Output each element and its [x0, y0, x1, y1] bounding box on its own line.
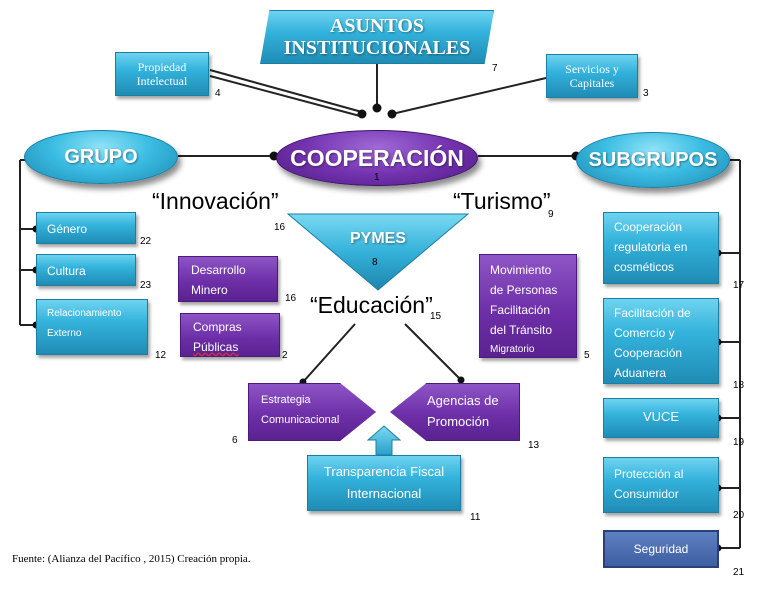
cultura-label: Cultura	[47, 264, 86, 278]
servicios-line-2: Capitales	[569, 76, 615, 90]
right-item-2-number: 18	[733, 380, 745, 391]
right-item-1-number: 17	[733, 280, 745, 291]
propiedad-line-2: Intelectual	[136, 74, 188, 88]
servicios-number: 3	[643, 88, 649, 99]
right-item-4-number: 20	[733, 510, 745, 521]
cooperacion-regulatoria-box: Cooperación regulatoria en cosméticos	[603, 212, 719, 284]
cooperacion-number: 1	[374, 172, 380, 183]
relacionamiento-line-1: Relacionamiento	[47, 308, 122, 319]
innovacion-label: “Innovación”	[152, 188, 279, 214]
right-item-5-label: Seguridad	[633, 542, 689, 556]
title-banner: ASUNTOS INSTITUCIONALES	[260, 10, 494, 64]
agencias-line-2: Promoción	[427, 414, 490, 429]
right-item-2-line-1: Facilitación de	[614, 306, 691, 320]
title-number: 7	[492, 63, 498, 74]
source-caption: Fuente: (Alianza del Pacífico , 2015) Cr…	[12, 553, 251, 565]
relacionamiento-box: Relacionamiento Externo	[36, 299, 148, 355]
compras-number: 2	[282, 350, 288, 361]
right-item-4-line-1: Protección al	[614, 467, 684, 481]
turismo-number: 9	[548, 209, 554, 220]
movimiento-line-1: Movimiento	[490, 263, 552, 277]
relacionamiento-number: 12	[155, 350, 167, 361]
right-item-1-line-3: cosméticos	[614, 260, 675, 274]
servicios-capitales-box: Servicios y Capitales	[546, 54, 638, 98]
proteccion-consumidor-box: Protección al Consumidor	[603, 457, 719, 513]
movimiento-line-3: Facilitación	[490, 303, 551, 317]
pymes-number: 8	[372, 257, 378, 268]
title-line-2: INSTITUCIONALES	[283, 37, 471, 59]
agencias-line-1: Agencias de	[427, 393, 499, 408]
right-item-3-label: VUCE	[642, 409, 680, 424]
right-item-2-line-2: Comercio y	[614, 326, 675, 340]
educacion-label: “Educación”	[310, 292, 433, 318]
right-item-1-line-2: regulatoria en	[614, 240, 688, 254]
grupo-oval: GRUPO	[24, 130, 178, 184]
facilitacion-comercio-box: Facilitación de Comercio y Cooperación A…	[603, 298, 719, 384]
innovacion-number: 16	[274, 222, 286, 233]
propiedad-intelectual-box: Propiedad Intelectual	[115, 52, 209, 96]
pymes-triangle	[286, 213, 470, 291]
right-item-4-line-2: Consumidor	[614, 487, 679, 501]
seguridad-box: Seguridad	[603, 530, 719, 568]
genero-label: Género	[47, 222, 88, 236]
right-item-2-line-4: Aduanera	[614, 366, 667, 380]
educacion-number: 15	[430, 311, 442, 322]
propiedad-number: 4	[215, 88, 221, 99]
transparencia-line-1: Transparencia Fiscal	[323, 464, 445, 479]
cultura-number: 23	[140, 280, 152, 291]
right-item-1-line-1: Cooperación	[614, 220, 683, 234]
agencias-number: 13	[528, 440, 540, 451]
desarrollo-line-2: Minero	[191, 283, 228, 297]
movimiento-line-4: del Tránsito	[490, 323, 553, 337]
right-item-5-number: 21	[733, 567, 745, 578]
desarrollo-minero-box: Desarrollo Minero	[178, 256, 278, 302]
up-arrow-icon	[366, 425, 402, 456]
desarrollo-line-1: Desarrollo	[191, 263, 246, 277]
genero-box: Género	[36, 212, 136, 244]
desarrollo-number: 16	[285, 293, 297, 304]
transparencia-fiscal-box: Transparencia Fiscal Internacional	[307, 455, 461, 511]
right-item-3-number: 19	[733, 437, 745, 448]
relacionamiento-line-2: Externo	[47, 328, 82, 339]
estrategia-number: 6	[232, 435, 238, 446]
cooperacion-oval: COOPERACIÓN	[276, 130, 478, 186]
servicios-line-1: Servicios y	[565, 62, 619, 76]
movimiento-line-2: de Personas	[490, 283, 558, 297]
compras-line-2: Públicas	[193, 340, 239, 354]
vuce-box: VUCE	[603, 398, 719, 438]
compras-line-1: Compras	[193, 320, 242, 334]
movimiento-personas-box: Movimiento de Personas Facilitación del …	[479, 254, 577, 358]
estrategia-line-2: Comunicacional	[261, 414, 340, 426]
pymes-label: PYMES	[349, 230, 406, 247]
transparencia-line-2: Internacional	[346, 486, 422, 501]
movimiento-line-5: Migratorio	[490, 344, 535, 355]
transparencia-number: 11	[470, 512, 481, 523]
movimiento-number: 5	[584, 350, 590, 361]
turismo-label: “Turismo”	[453, 188, 551, 214]
compras-publicas-box: Compras Públicas	[180, 313, 280, 357]
subgrupos-oval: SUBGRUPOS	[576, 132, 730, 188]
estrategia-line-1: Estrategia	[261, 394, 311, 406]
genero-number: 22	[140, 236, 152, 247]
cultura-box: Cultura	[36, 254, 136, 286]
right-item-2-line-3: Cooperación	[614, 346, 683, 360]
title-line-1: ASUNTOS	[329, 15, 425, 37]
propiedad-line-1: Propiedad	[137, 60, 187, 74]
